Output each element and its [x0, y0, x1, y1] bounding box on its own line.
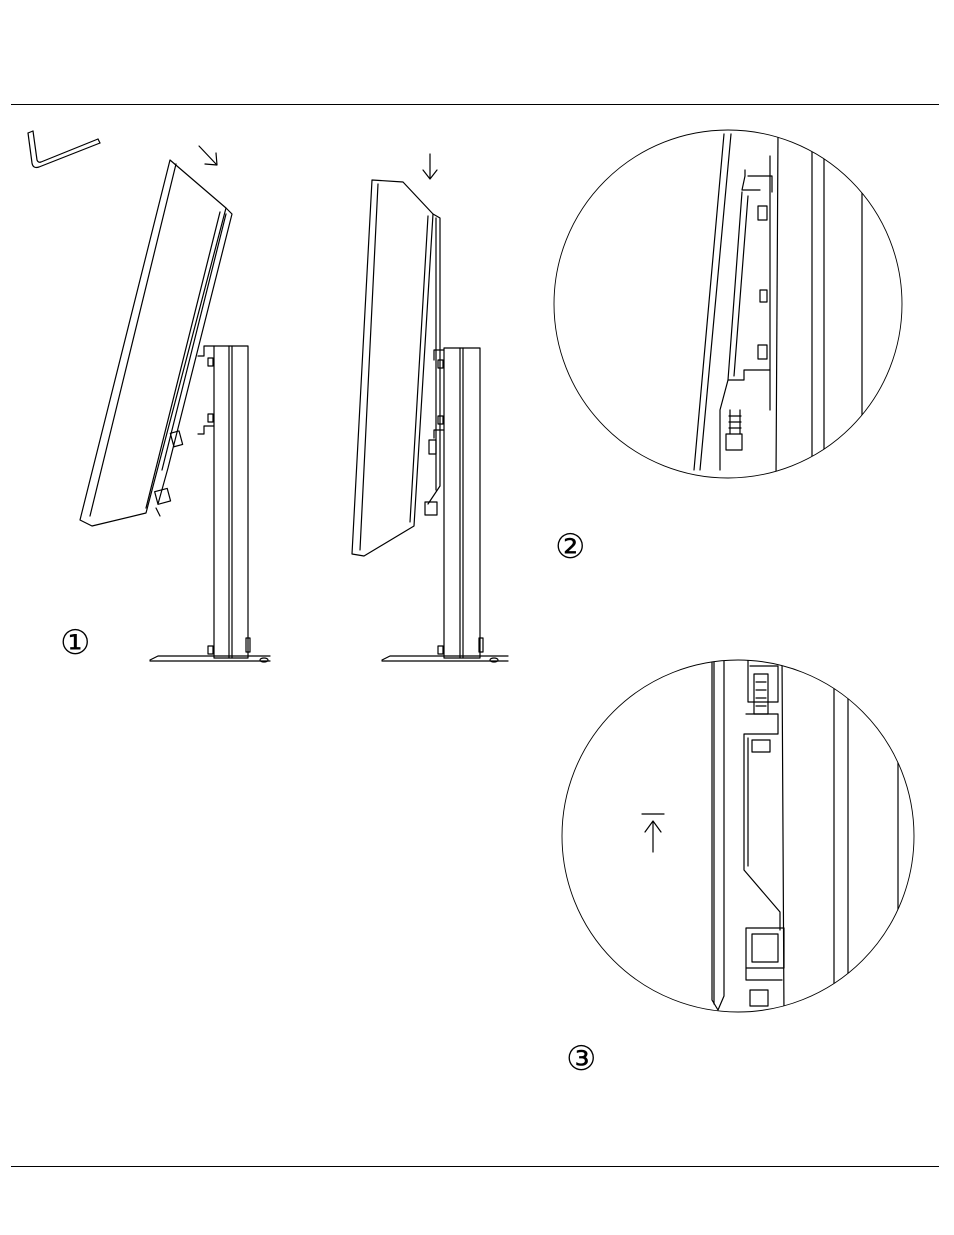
step1-monitor-tilted	[80, 160, 232, 526]
arrow-down-right-icon	[199, 146, 217, 165]
hex-key-icon	[28, 131, 100, 168]
step3-detail-view	[562, 656, 914, 1016]
arrow-up-bar-icon	[642, 814, 664, 852]
step-1-label: ①	[60, 626, 90, 660]
arrow-down-icon	[423, 154, 437, 179]
step-2-label: ②	[555, 530, 585, 564]
step1b-stand	[382, 348, 508, 662]
step2-detail-view	[554, 130, 902, 478]
step1-monitor-hung	[352, 180, 440, 556]
step-3-label: ③	[566, 1042, 596, 1076]
step1-stand	[150, 346, 270, 662]
